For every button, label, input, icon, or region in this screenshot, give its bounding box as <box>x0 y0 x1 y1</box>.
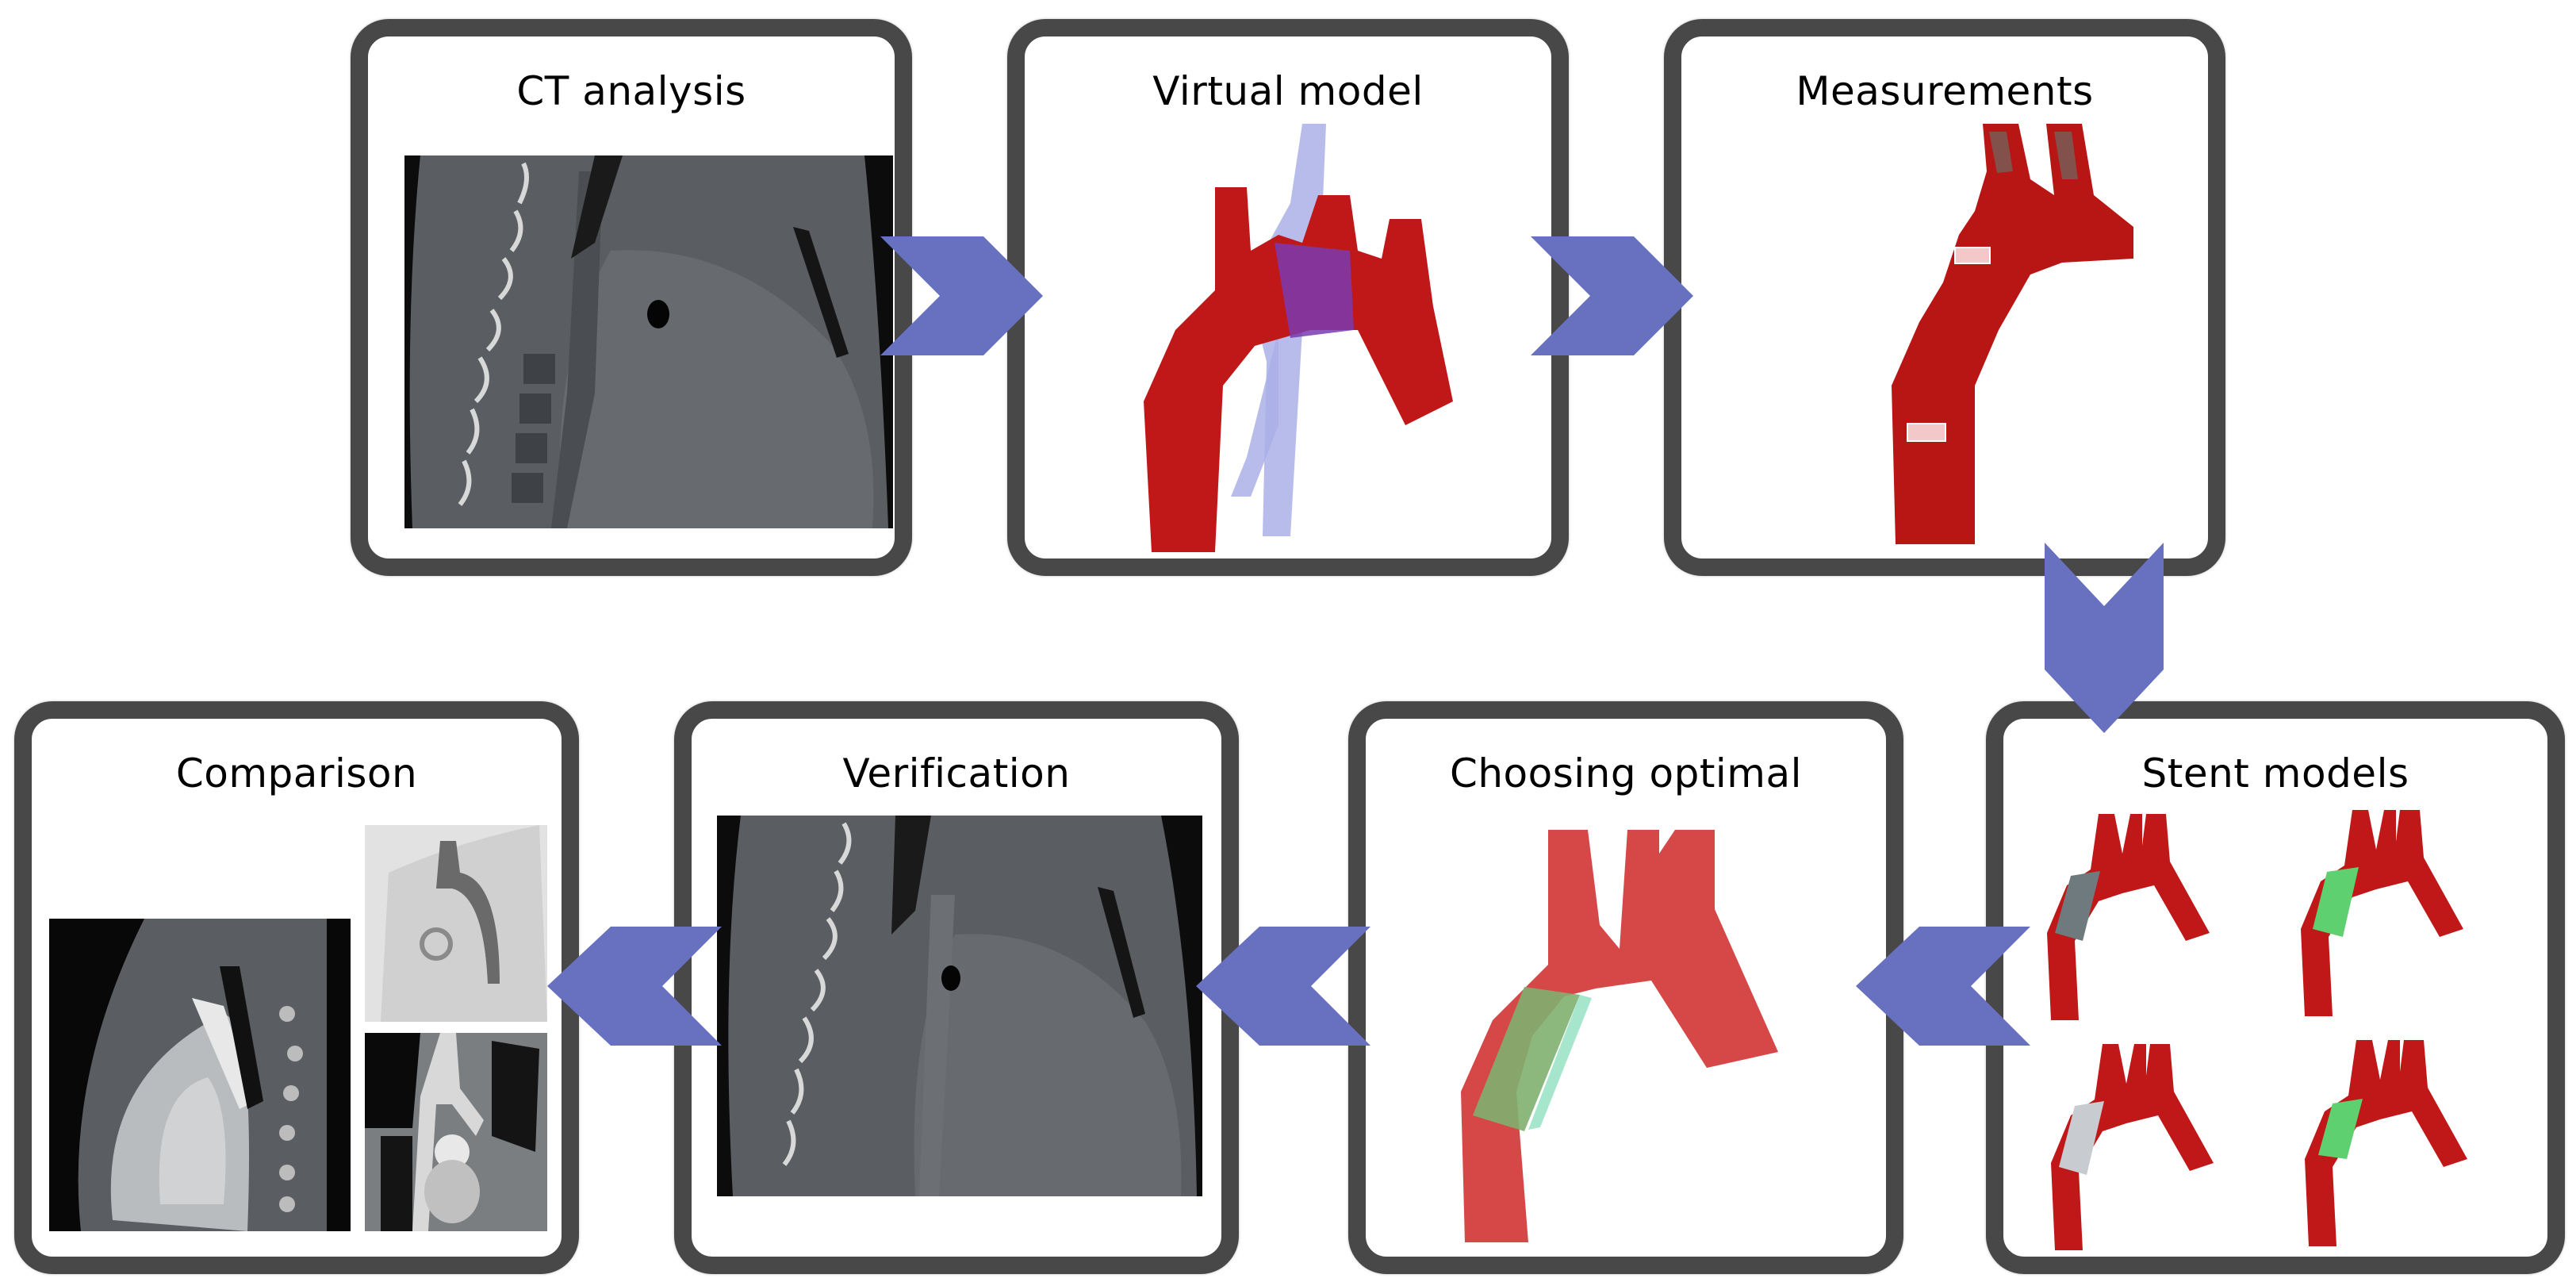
stent-variant-silver <box>2051 1044 2214 1250</box>
arrow-right-icon <box>880 236 1043 355</box>
stent-variant-green-2 <box>2305 1040 2467 1246</box>
panel-title: Stent models <box>2141 750 2409 796</box>
virtual-model-image <box>1120 124 1501 552</box>
measurement-label <box>1907 423 1946 442</box>
stent-variant-green <box>2301 810 2463 1016</box>
panel-virtual-model: Virtual model <box>1007 19 1569 576</box>
arrow-down-icon <box>2045 543 2164 733</box>
ct-scan-image <box>404 155 893 528</box>
panel-comparison: Comparison <box>14 701 579 1274</box>
panel-choosing-optimal: Choosing optimal <box>1348 701 1903 1274</box>
panel-title: Comparison <box>175 750 418 796</box>
panel-title: Virtual model <box>1152 68 1424 114</box>
verification-ct-image <box>717 816 1202 1196</box>
panel-stent-models: Stent models <box>1986 701 2565 1274</box>
arrow-left-icon <box>547 927 722 1046</box>
measurement-label <box>1954 247 1991 264</box>
panel-ct-analysis: CT analysis <box>351 19 912 576</box>
panel-title: Choosing optimal <box>1449 750 1803 796</box>
arrow-left-icon <box>1196 927 1370 1046</box>
panel-measurements: Measurements <box>1664 19 2225 576</box>
panel-title: CT analysis <box>516 68 746 114</box>
arrow-left-icon <box>1856 927 2030 1046</box>
panel-title: Measurements <box>1796 68 2094 114</box>
arrow-right-icon <box>1531 236 1693 355</box>
optimal-stent-image <box>1429 830 1842 1258</box>
comparison-mri-coronal <box>365 1033 547 1231</box>
comparison-ct-sagittal <box>49 919 351 1231</box>
stent-variants-grid <box>2019 806 2551 1266</box>
comparison-angiography <box>365 825 547 1022</box>
panel-title: Verification <box>842 750 1071 796</box>
measurements-image <box>1792 124 2157 552</box>
panel-verification: Verification <box>674 701 1239 1274</box>
stent-variant-gray <box>2047 814 2210 1020</box>
